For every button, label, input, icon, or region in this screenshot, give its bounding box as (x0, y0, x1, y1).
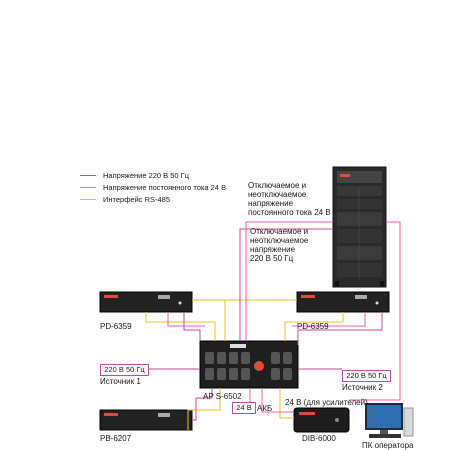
legend-line-ac (80, 175, 96, 176)
rack-dc-note-line4: постоянного тока 24 В (248, 208, 331, 217)
legend-label-ac: Напряжение 220 В 50 Гц (103, 171, 190, 180)
label-source1: Источник 1 (100, 377, 141, 386)
battery-voltage-box: 24 В (232, 402, 256, 414)
legend-label-rs485: Интерфейс RS-485 (103, 195, 171, 204)
source1-voltage-box: 220 В 50 Гц (100, 364, 149, 376)
device-dib (293, 407, 350, 433)
device-pd-right (296, 291, 390, 313)
label-pc: ПК оператора (362, 441, 414, 450)
label-battery: АКБ (257, 404, 273, 413)
rack-dc-note: Отключаемое и неотключаемое напряжение п… (248, 181, 331, 217)
label-pd-left: PD-6359 (100, 322, 132, 331)
rack-ac-note-line1: Отключаемое и (250, 227, 309, 236)
rack-dc-note-line2: неотключаемое (248, 190, 307, 199)
label-dib: DIB-6000 (302, 434, 336, 443)
rack-cabinet (332, 166, 387, 288)
device-pd-left (99, 291, 193, 313)
pc-computer-icon (365, 403, 414, 438)
rack-dc-note-line3: напряжение (248, 199, 294, 208)
label-amplifiers-dc: 24 В (для усилителей) (285, 398, 368, 407)
source2-voltage-box: 220 В 50 Гц (342, 370, 391, 382)
device-pb (99, 409, 193, 431)
device-aps (199, 340, 299, 389)
label-aps: AP S-6502 (203, 392, 242, 401)
rack-ac-note: Отключаемое и неотключаемое напряжение 2… (250, 227, 308, 263)
label-source2: Источник 2 (342, 383, 383, 392)
rack-ac-note-line4: 220 В 50 Гц (250, 254, 294, 263)
legend-line-rs485 (80, 199, 96, 200)
rack-ac-note-line3: напряжение (250, 245, 296, 254)
legend-label-dc: Напряжение постоянного тока 24 В (103, 183, 227, 192)
label-pb: PB-6207 (100, 434, 132, 443)
rack-ac-note-line2: неотключаемое (250, 236, 309, 245)
label-pd-right: PD-6359 (297, 322, 329, 331)
legend-line-dc (80, 187, 96, 188)
rack-dc-note-line1: Отключаемое и (248, 181, 307, 190)
